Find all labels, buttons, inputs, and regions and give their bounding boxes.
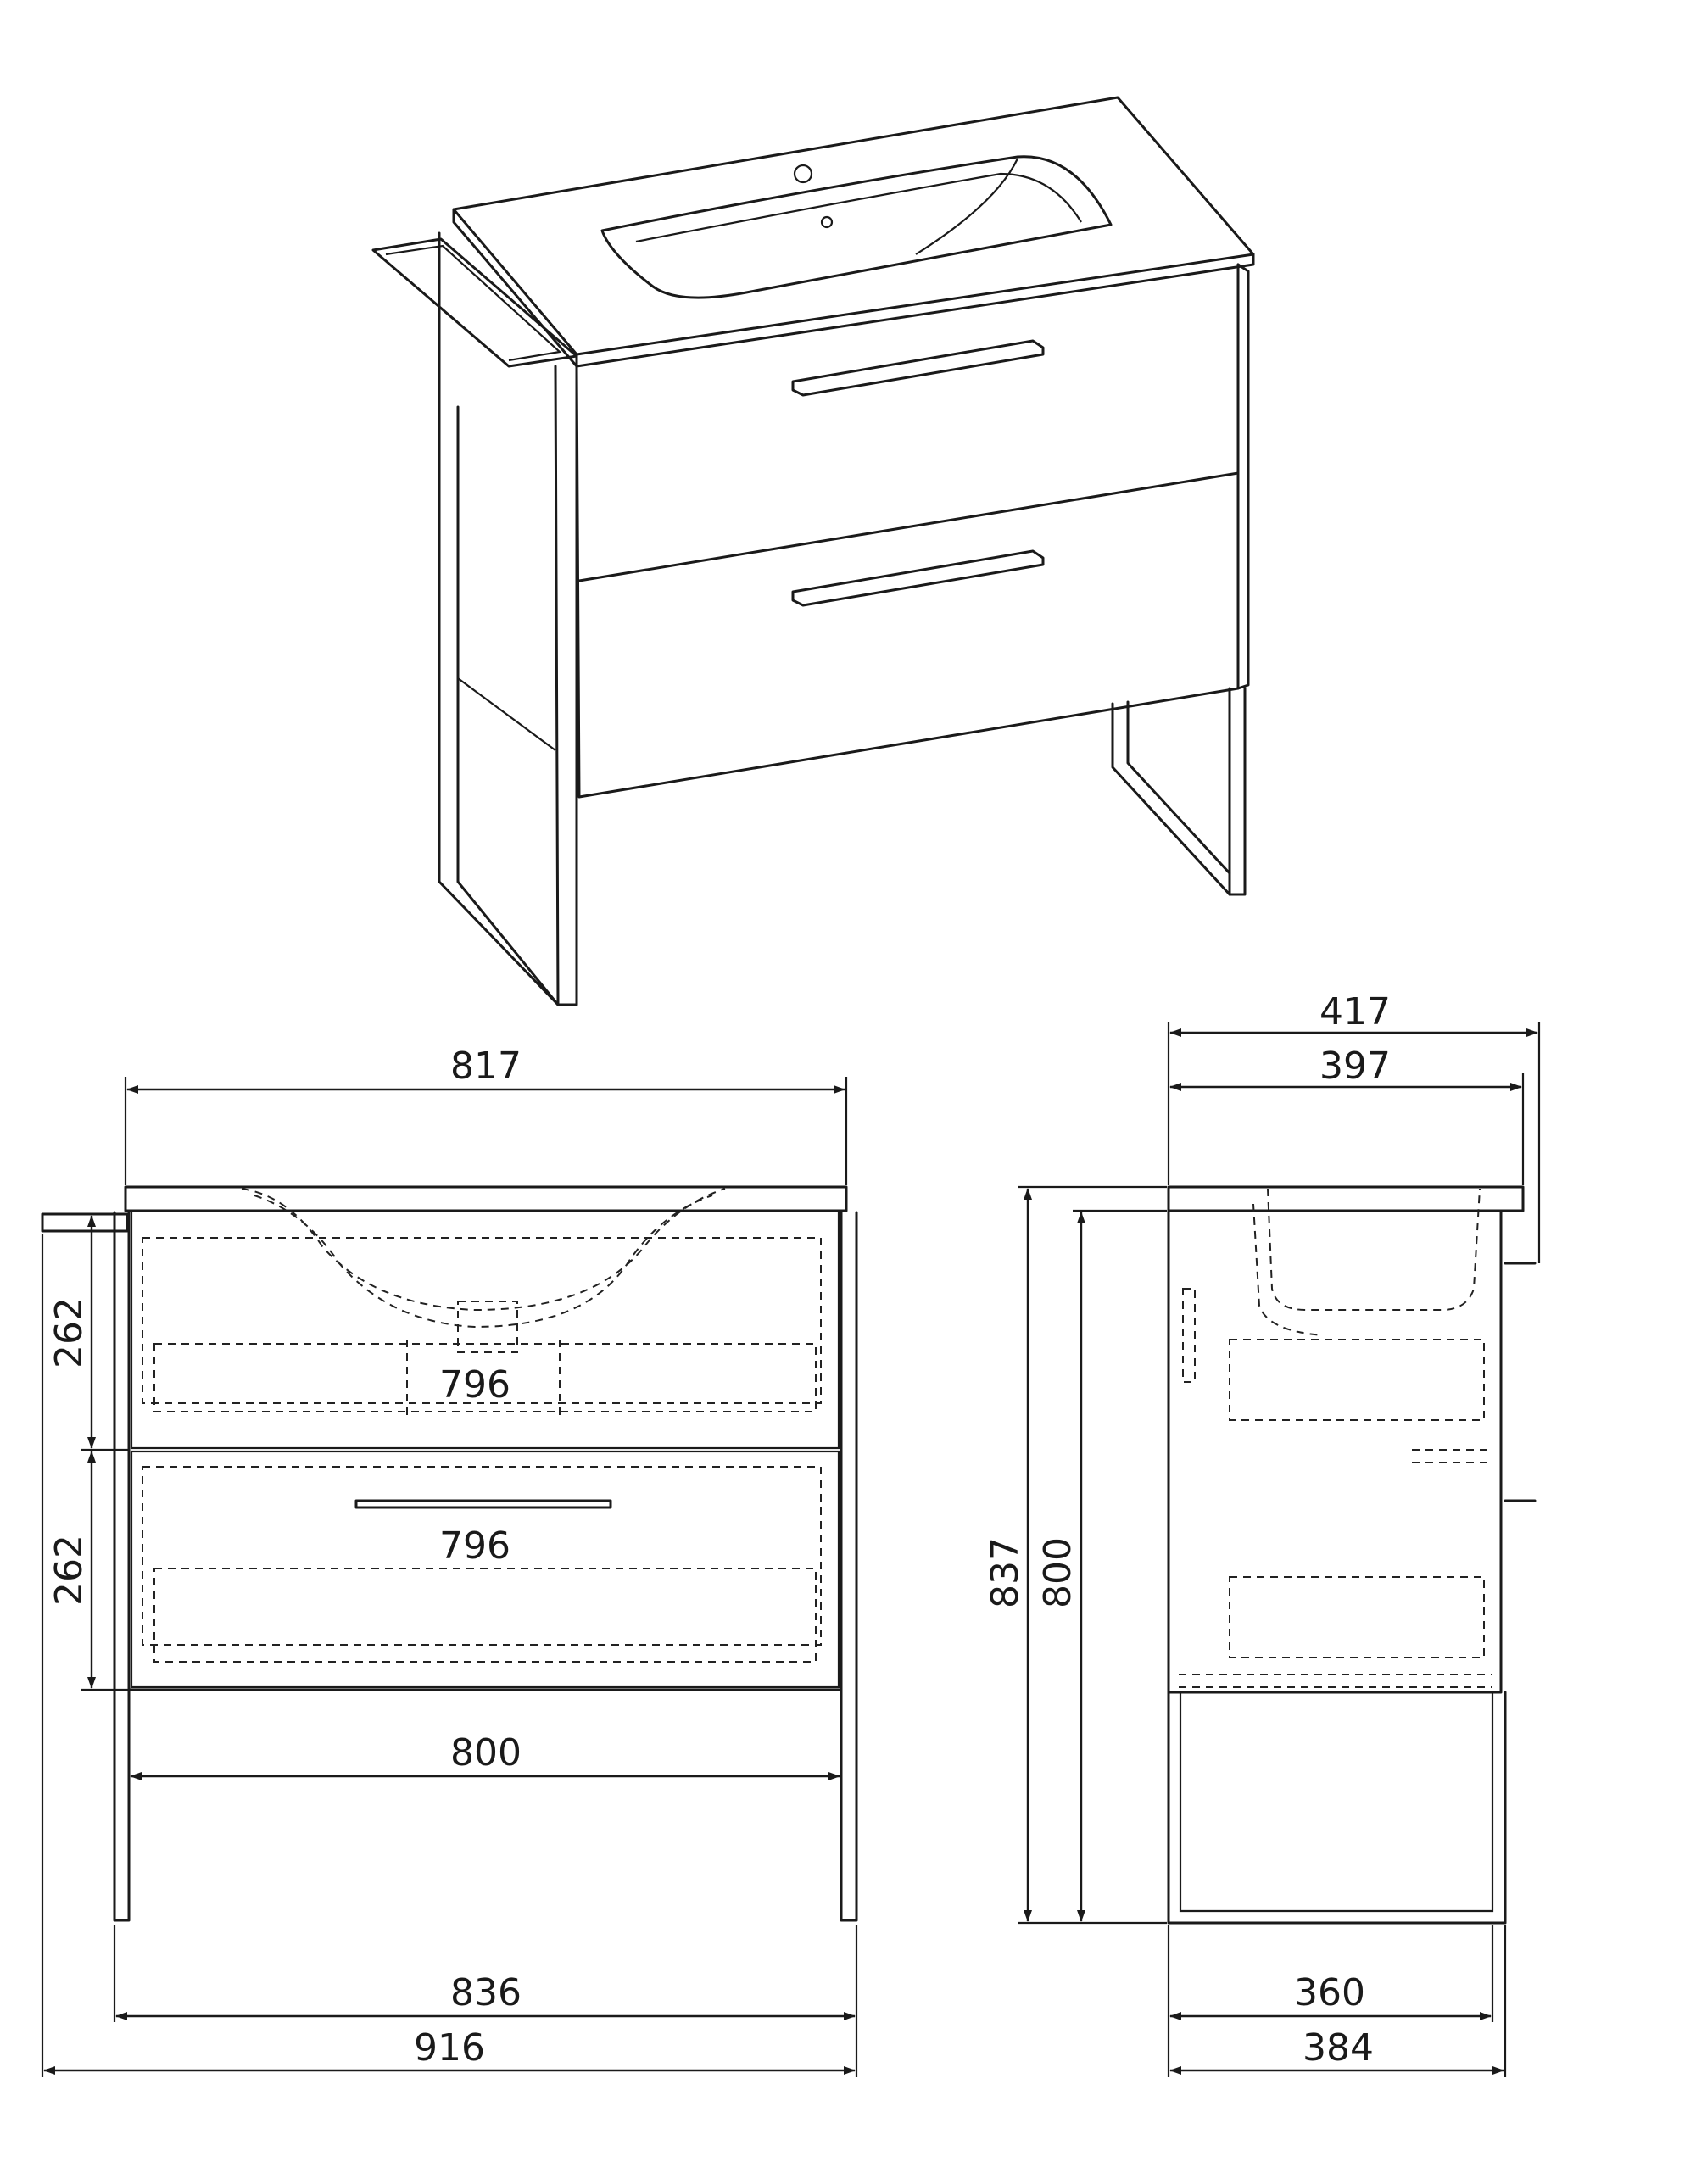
- dim-front-inner-width-lower: 796: [439, 1524, 510, 1568]
- dim-front-total-width: 916: [414, 2026, 485, 2070]
- dim-side-frame-depth: 384: [1303, 2026, 1374, 2070]
- dim-front-height-upper: 262: [47, 1297, 91, 1368]
- dim-side-inner-depth: 360: [1294, 1971, 1365, 2014]
- isometric-view: [371, 96, 1255, 1006]
- dim-front-frame-width: 836: [450, 1971, 522, 2014]
- dim-front-height-lower: 262: [47, 1535, 91, 1606]
- side-view: [1167, 1185, 1537, 1925]
- front-view: [41, 1185, 858, 1922]
- dim-front-body-width: 800: [450, 1731, 522, 1774]
- dim-front-inner-width-upper: 796: [439, 1363, 510, 1407]
- dim-side-total-height: 837: [984, 1537, 1027, 1608]
- dim-side-body-height: 800: [1036, 1537, 1080, 1608]
- dimension-labels: 817 796 796 800 836 916 262 262 417 397 …: [47, 990, 1391, 2070]
- dimension-lines: [41, 1022, 1541, 2077]
- dim-front-countertop-width: 817: [450, 1045, 522, 1088]
- dim-side-total-depth: 417: [1319, 990, 1391, 1034]
- dim-side-top-depth: 397: [1319, 1045, 1391, 1088]
